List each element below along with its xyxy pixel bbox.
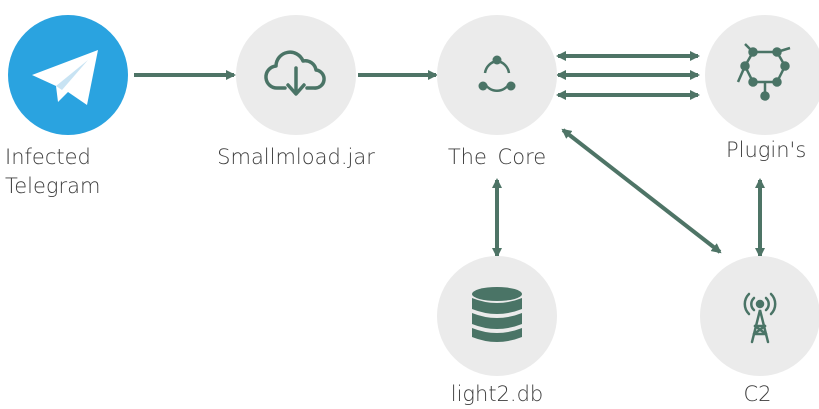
arrow-core-c2 <box>561 128 722 254</box>
edges <box>134 51 765 258</box>
database-icon <box>472 287 522 342</box>
network-nodes-icon <box>736 43 791 101</box>
label-plugins: Plugin's <box>726 138 807 162</box>
label-telegram: Infected Telegram <box>5 143 101 201</box>
label-smallmload: Smallmload.jar <box>217 145 375 169</box>
node-c2 <box>700 256 819 376</box>
node-telegram <box>8 15 128 135</box>
cycle-icon <box>478 55 516 93</box>
node-db <box>437 256 557 376</box>
label-c2: C2 <box>743 382 772 406</box>
node-smallmload <box>236 15 356 135</box>
telegram-icon <box>32 50 98 105</box>
node-plugins <box>705 15 819 135</box>
node-core <box>437 15 557 135</box>
label-core: The Core <box>447 145 547 169</box>
label-db: light2.db <box>450 382 544 406</box>
cloud-download-icon <box>264 50 326 96</box>
label-telegram-line2: Telegram <box>5 174 101 198</box>
label-telegram-line1: Infected <box>5 145 91 169</box>
radio-tower-icon <box>743 292 777 344</box>
